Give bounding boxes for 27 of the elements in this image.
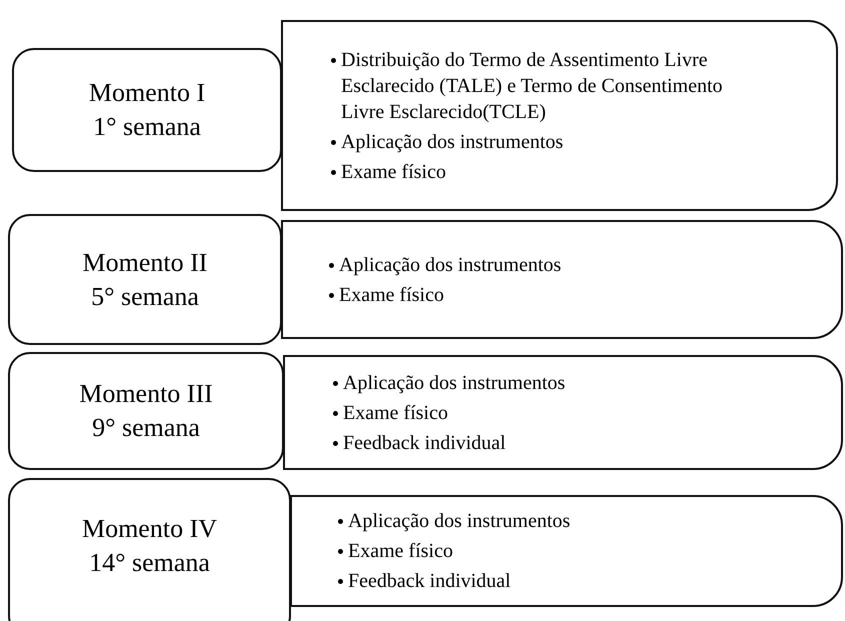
bullet-item: Aplicação dos instrumentos	[335, 370, 801, 396]
week-label: 9° semana	[92, 412, 200, 444]
activity-box	[281, 20, 838, 211]
phase-title: Momento III	[79, 378, 213, 410]
week-label: 5° semana	[91, 280, 199, 312]
activity-box	[290, 495, 843, 607]
phase-box	[12, 48, 282, 172]
bullet-item: Exame físico	[333, 158, 796, 184]
bullet-item: Exame físico	[331, 282, 801, 308]
phase-box	[8, 214, 282, 345]
phase-box	[8, 352, 284, 470]
bullet-item: Exame físico	[340, 538, 801, 564]
bullet-item: Aplicação dos instrumentos	[331, 252, 801, 278]
week-label: 14° semana	[89, 547, 210, 579]
bullet-item: Feedback individual	[340, 568, 801, 594]
phase-title: Momento II	[82, 246, 208, 278]
week-label: 1° semana	[93, 111, 201, 143]
phase-title: Momento IV	[82, 513, 218, 545]
phase-box	[8, 478, 291, 621]
bullet-item: Feedback individual	[335, 430, 801, 456]
bullet-item: Aplicação dos instrumentos	[340, 508, 801, 534]
activity-box	[283, 355, 843, 470]
bullet-item: Aplicação dos instrumentos	[333, 128, 796, 154]
activity-box	[281, 220, 843, 339]
bullet-item: Distribuição do Termo de Assentimento Livre Esclarecido (TALE) e Termo de Consentimento Livre Esclarecido(TCLE)	[333, 46, 761, 124]
bullet-item: Exame físico	[335, 400, 801, 426]
phase-title: Momento I	[88, 77, 206, 109]
